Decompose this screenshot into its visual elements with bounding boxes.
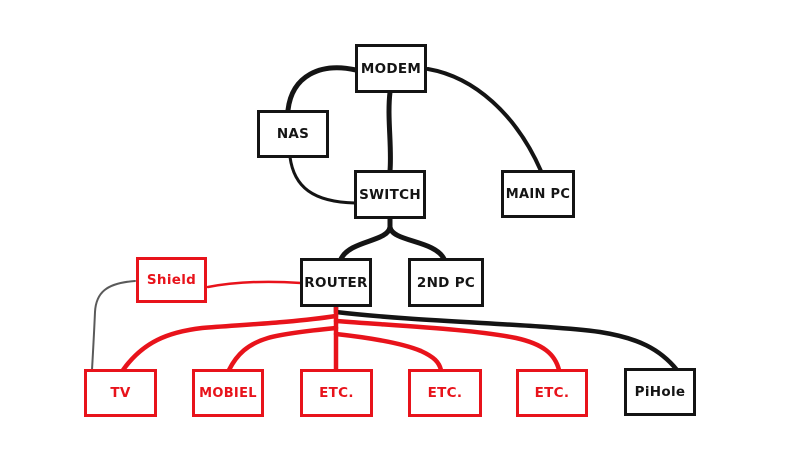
node-mobiel: MOBIEL bbox=[192, 369, 264, 417]
node-modem: MODEM bbox=[355, 44, 427, 93]
node-etc-1-label: ETC. bbox=[319, 385, 354, 401]
node-router: ROUTER bbox=[300, 258, 372, 307]
node-second-pc: 2ND PC bbox=[408, 258, 484, 307]
edge-router-pihole bbox=[333, 303, 680, 373]
node-router-label: ROUTER bbox=[304, 274, 368, 291]
node-etc-2-label: ETC. bbox=[427, 385, 463, 401]
node-shield: Shield bbox=[136, 257, 207, 303]
node-main-pc: MAIN PC bbox=[501, 170, 575, 218]
edge-switch-router bbox=[338, 224, 393, 262]
node-mobiel-label: MOBIEL bbox=[199, 385, 257, 401]
edge-shield-router bbox=[206, 280, 303, 289]
edge-router-etc2 bbox=[333, 331, 444, 373]
node-pihole: PiHole bbox=[624, 368, 696, 416]
edge-shield-tv bbox=[91, 280, 136, 371]
node-modem-label: MODEM bbox=[360, 60, 422, 77]
node-tv-label: TV bbox=[110, 385, 131, 401]
edge-switch-2ndpc bbox=[387, 224, 447, 262]
node-etc-2: ETC. bbox=[408, 369, 482, 417]
edge-modem-nas bbox=[285, 65, 359, 113]
edge-modem-mainpc bbox=[426, 67, 543, 173]
node-second-pc-label: 2ND PC bbox=[416, 274, 476, 291]
edge-router-tv bbox=[120, 313, 339, 373]
node-shield-label: Shield bbox=[146, 272, 197, 288]
node-main-pc-label: MAIN PC bbox=[505, 186, 571, 202]
node-tv: TV bbox=[84, 369, 157, 417]
node-nas-label: NAS bbox=[276, 126, 310, 142]
edge-router-etc3 bbox=[333, 318, 562, 373]
node-nas: NAS bbox=[257, 110, 329, 158]
node-pihole-label: PiHole bbox=[634, 384, 686, 400]
node-switch: SWITCH bbox=[354, 170, 426, 219]
node-etc-3: ETC. bbox=[516, 369, 588, 417]
node-etc-1: ETC. bbox=[300, 369, 373, 417]
node-switch-label: SWITCH bbox=[359, 186, 421, 203]
edge-nas-switch bbox=[288, 155, 357, 205]
edge-modem-switch bbox=[386, 89, 393, 174]
node-etc-3-label: ETC. bbox=[534, 385, 570, 401]
edge-router-mobiel bbox=[226, 325, 339, 373]
